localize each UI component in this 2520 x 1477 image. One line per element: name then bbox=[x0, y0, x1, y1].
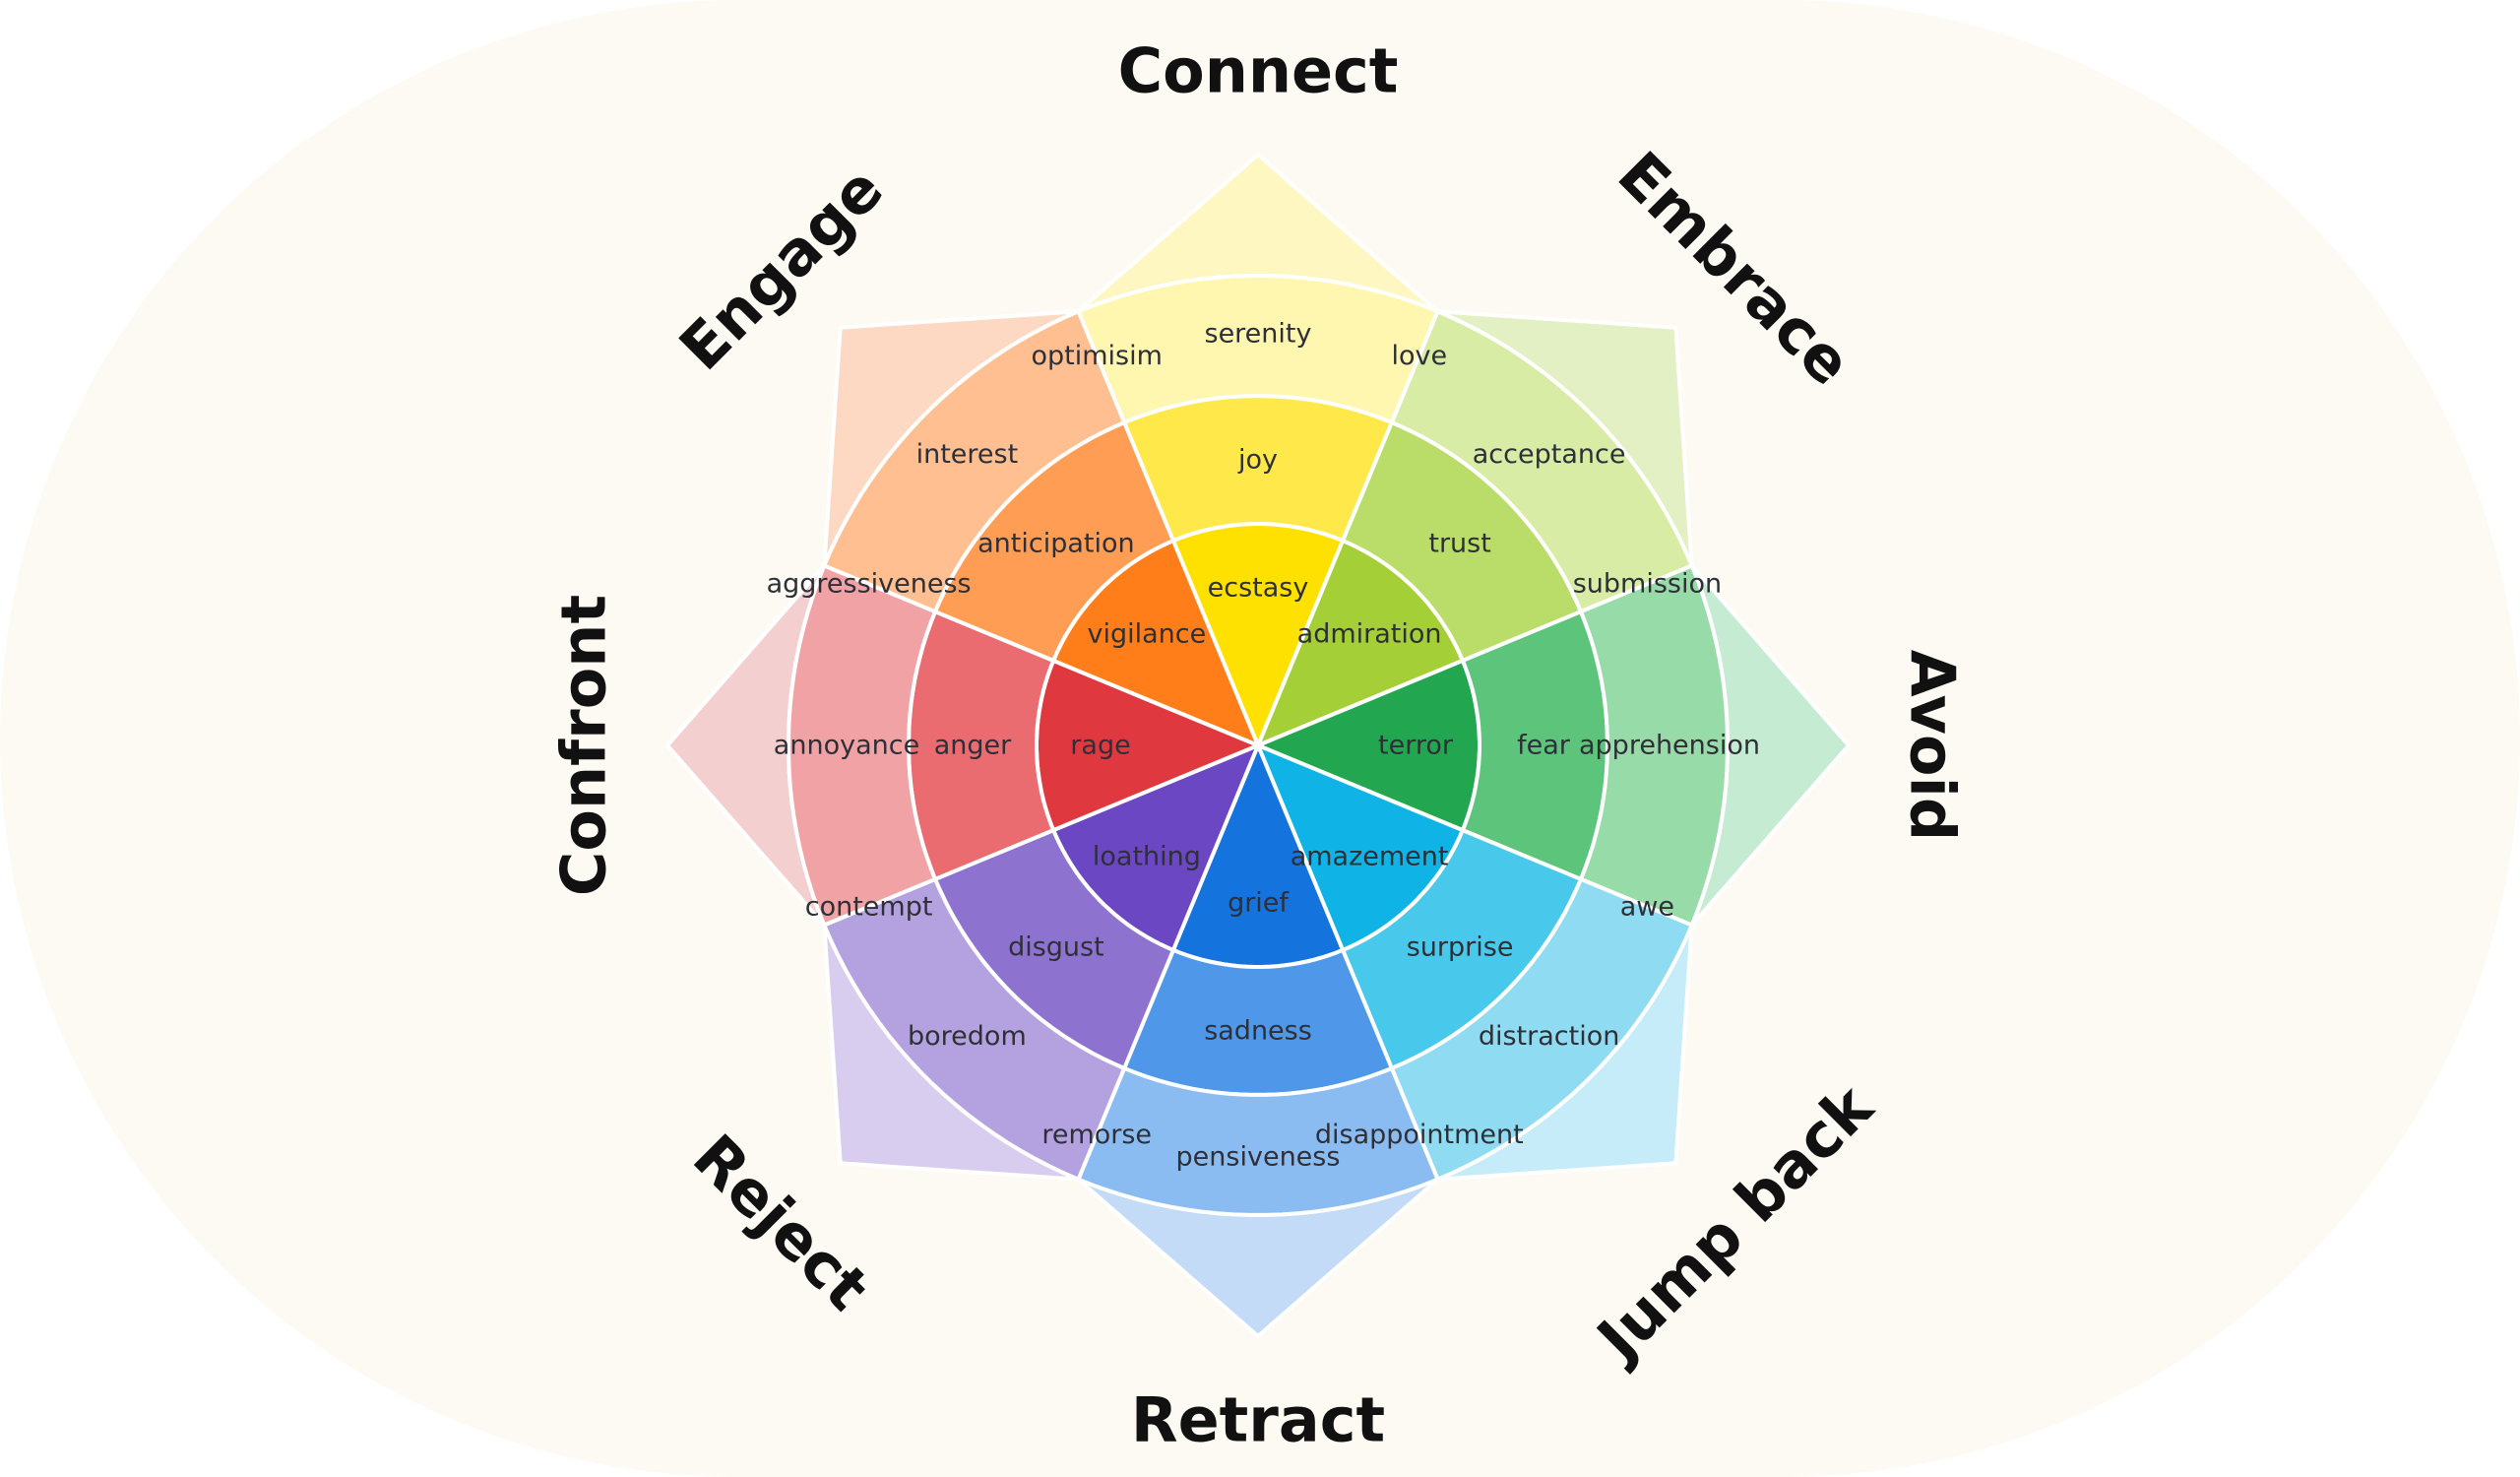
label-surprise: surprise bbox=[1407, 932, 1514, 963]
emotion-labels: ecstasy joy serenity admiration trust accepta… bbox=[767, 319, 1760, 1173]
action-label-avoid: Avoid bbox=[1897, 650, 1969, 841]
action-label-confront: Confront bbox=[548, 595, 620, 896]
action-label-retract: Retract bbox=[1131, 1384, 1385, 1456]
label-terror: terror bbox=[1378, 731, 1454, 761]
label-ecstasy: ecstasy bbox=[1208, 573, 1309, 604]
action-label-connect: Connect bbox=[1118, 35, 1399, 107]
label-serenity: serenity bbox=[1205, 319, 1312, 350]
label-admiration: admiration bbox=[1297, 618, 1442, 649]
label-submission: submission bbox=[1573, 569, 1722, 600]
label-rage: rage bbox=[1070, 731, 1130, 761]
label-acceptance: acceptance bbox=[1473, 439, 1626, 470]
emotion-rings bbox=[787, 274, 1730, 1217]
label-disappointment: disappointment bbox=[1315, 1120, 1524, 1150]
label-disgust: disgust bbox=[1008, 932, 1104, 963]
label-vigilance: vigilance bbox=[1088, 618, 1207, 649]
label-pensiveness: pensiveness bbox=[1176, 1142, 1341, 1173]
label-grief: grief bbox=[1228, 888, 1290, 919]
label-amazement: amazement bbox=[1291, 842, 1449, 872]
label-apprehension: apprehension bbox=[1579, 731, 1760, 761]
segment-interest bbox=[822, 309, 1127, 614]
label-interest: interest bbox=[916, 439, 1019, 470]
label-awe: awe bbox=[1620, 891, 1674, 922]
label-contempt: contempt bbox=[805, 891, 933, 922]
label-loathing: loathing bbox=[1093, 842, 1201, 872]
label-boredom: boredom bbox=[908, 1021, 1027, 1052]
label-fear: fear bbox=[1517, 731, 1571, 761]
label-anger: anger bbox=[934, 731, 1012, 761]
label-joy: joy bbox=[1237, 445, 1278, 476]
label-anticipation: anticipation bbox=[977, 528, 1135, 558]
label-love: love bbox=[1391, 341, 1447, 371]
label-annoyance: annoyance bbox=[774, 731, 919, 761]
label-distraction: distraction bbox=[1479, 1021, 1620, 1052]
label-remorse: remorse bbox=[1041, 1120, 1152, 1150]
label-trust: trust bbox=[1428, 528, 1490, 558]
label-aggressiveness: aggressiveness bbox=[767, 569, 972, 600]
label-optimisim: optimisim bbox=[1031, 341, 1162, 371]
label-sadness: sadness bbox=[1204, 1016, 1312, 1047]
